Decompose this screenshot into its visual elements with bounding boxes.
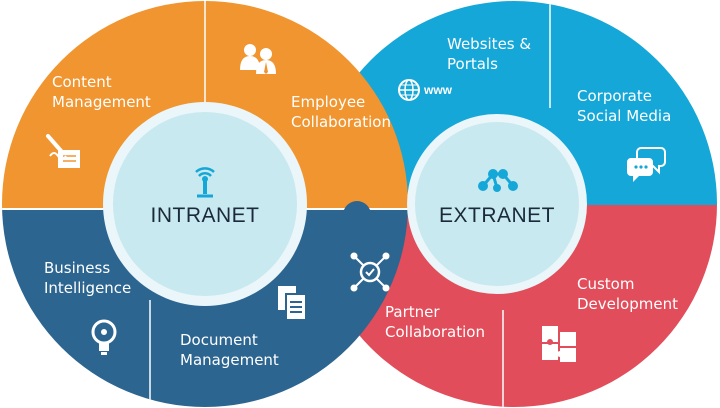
extranet-title: EXTRANET — [438, 204, 555, 227]
intranet-title: INTRANET — [150, 204, 260, 227]
intranet-hub — [103, 102, 307, 306]
document-signature-icon — [46, 134, 80, 168]
documents-icon — [278, 286, 307, 321]
partner-network-icon — [350, 252, 390, 292]
puzzle-icon — [542, 326, 576, 362]
label-websites-portals: Websites &Portals — [447, 35, 532, 73]
chat-bubbles-icon — [627, 147, 666, 182]
extranet-hub — [407, 114, 587, 294]
people-icon — [240, 44, 276, 74]
www-label: www — [424, 83, 453, 97]
globe-icon — [398, 79, 420, 101]
antenna-icon — [195, 167, 215, 198]
network-icon — [478, 169, 518, 192]
puzzle-tab — [343, 201, 371, 229]
lightbulb-icon — [91, 319, 117, 355]
